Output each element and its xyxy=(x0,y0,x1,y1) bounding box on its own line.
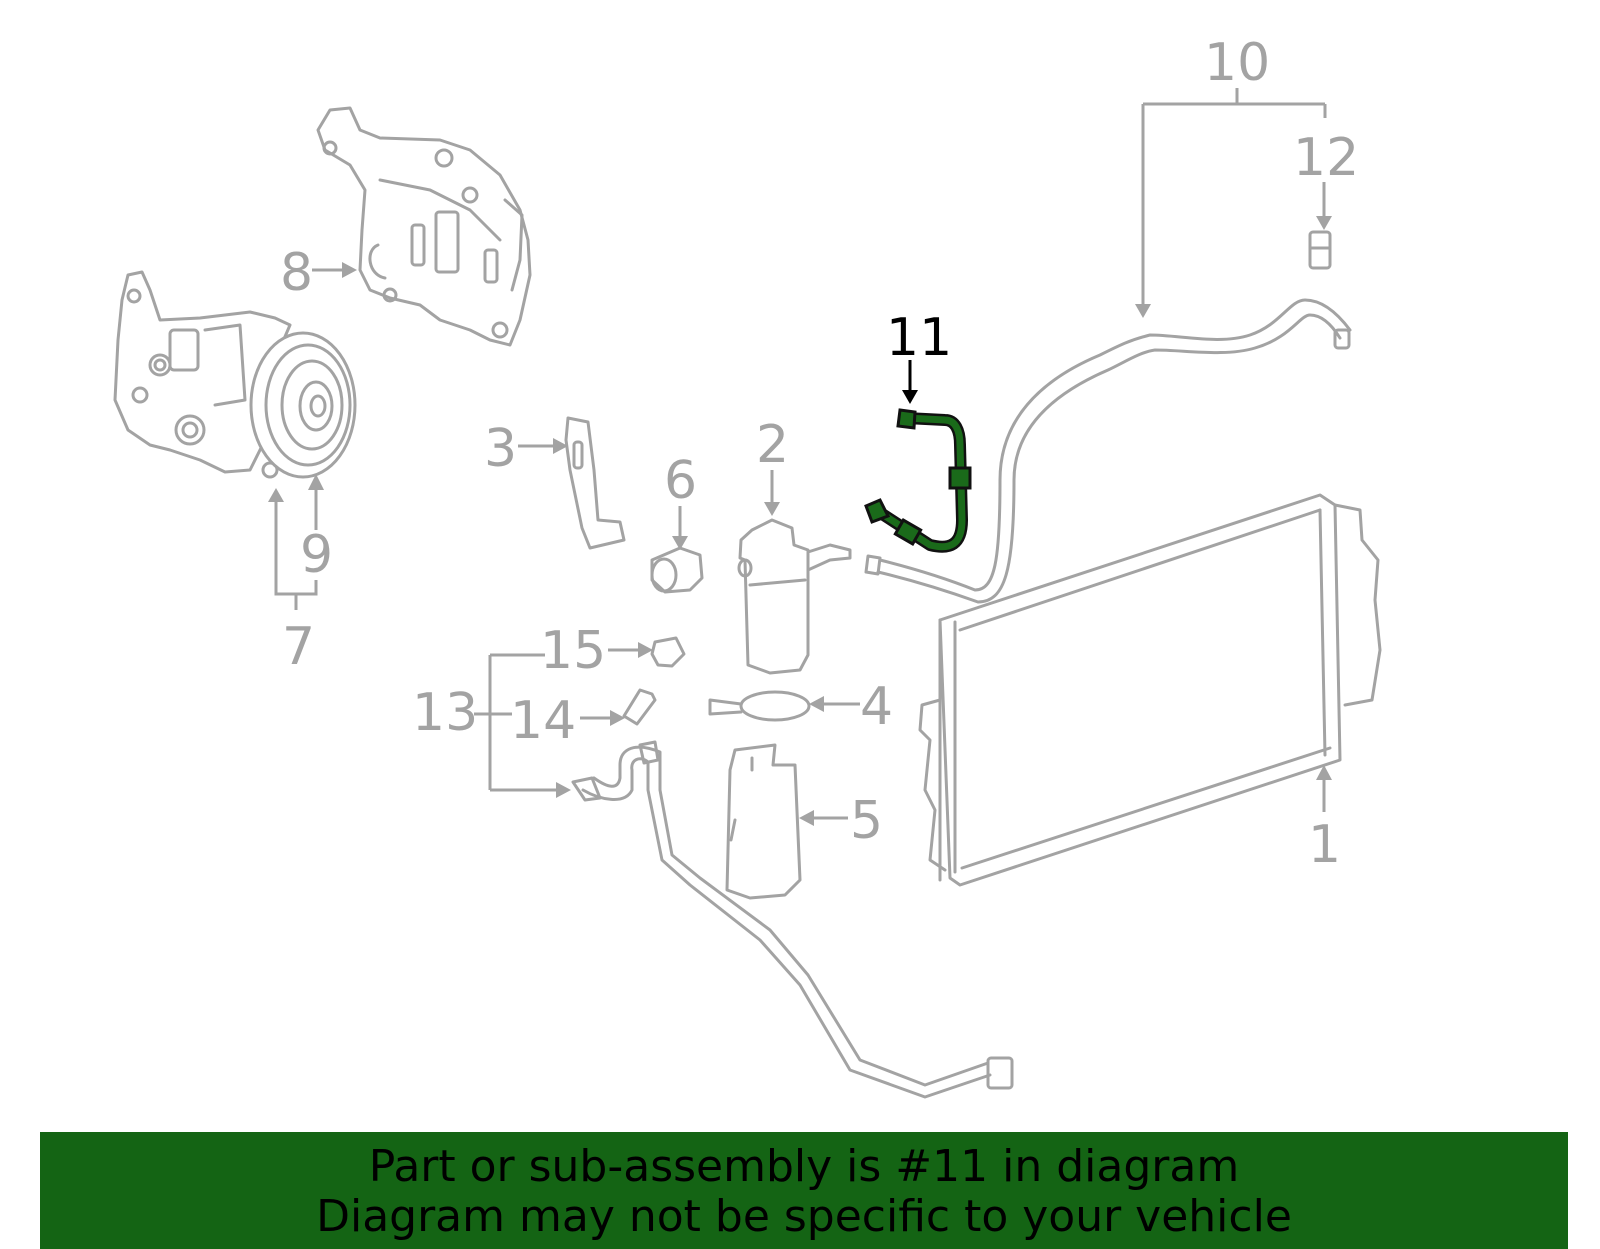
part-3-bracket xyxy=(564,416,626,550)
part-14-valve-core xyxy=(622,688,657,726)
callout-6: 6 xyxy=(664,451,697,511)
part-2-drier xyxy=(737,518,852,675)
callout-11: 11 xyxy=(886,308,952,368)
part-10-hose xyxy=(864,298,1352,604)
callout-5: 5 xyxy=(850,791,883,851)
part-13-liquid-line xyxy=(571,740,1014,1099)
part-6-valve xyxy=(650,546,704,594)
callout-14: 14 xyxy=(510,691,576,751)
leader-lines xyxy=(268,88,1332,826)
part-5-sleeve xyxy=(725,743,802,900)
banner-line-disclaimer: Diagram may not be specific to your vehi… xyxy=(316,1191,1292,1242)
callout-4: 4 xyxy=(860,677,893,737)
part-8-bracket xyxy=(316,106,532,347)
callout-12: 12 xyxy=(1293,128,1359,188)
callout-9: 9 xyxy=(300,525,333,585)
part-1-condenser xyxy=(918,493,1382,887)
callout-2: 2 xyxy=(756,415,789,475)
callout-8: 8 xyxy=(280,243,313,303)
part-15-oring xyxy=(650,636,686,668)
callout-3: 3 xyxy=(484,419,517,479)
part-4-clamp xyxy=(708,690,811,722)
banner-line-part: Part or sub-assembly is #11 in diagram xyxy=(368,1141,1240,1192)
callout-labels: 10 12 11 8 9 7 3 6 2 15 13 14 4 5 1 xyxy=(280,33,1359,875)
part-12-switch xyxy=(1308,230,1332,270)
part-7-compressor xyxy=(113,270,357,479)
callout-13: 13 xyxy=(412,683,478,743)
callout-10: 10 xyxy=(1204,33,1270,93)
callout-15: 15 xyxy=(540,621,606,681)
part-11-hose-highlighted xyxy=(864,408,972,553)
callout-7: 7 xyxy=(282,617,315,677)
callout-1: 1 xyxy=(1308,815,1341,875)
part-info-banner: Part or sub-assembly is #11 in diagram D… xyxy=(40,1132,1568,1249)
